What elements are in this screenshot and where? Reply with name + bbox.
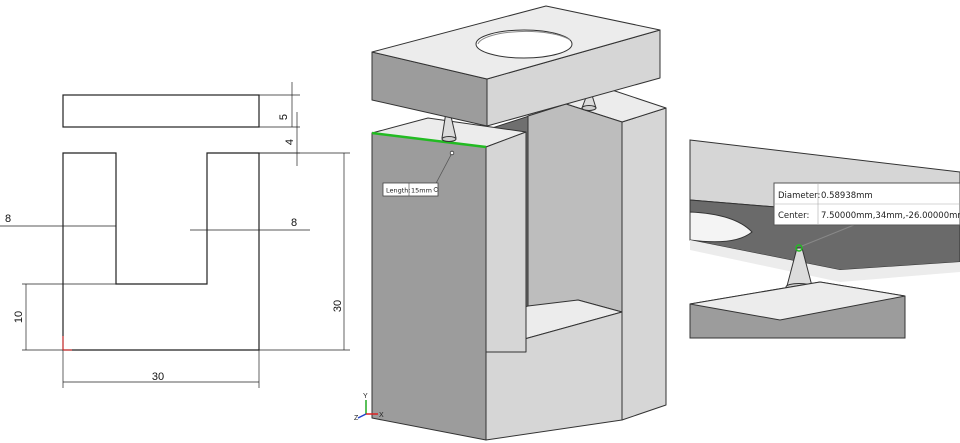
dim-total-width: 30 <box>152 371 164 383</box>
detail-under-strip <box>690 240 960 282</box>
engineering-drawing <box>0 82 350 388</box>
length-value: 15mm <box>411 187 432 195</box>
top-plate-hole <box>475 29 573 59</box>
length-tooltip: Length: 15mm <box>382 150 455 197</box>
center-label: Center: <box>778 211 809 221</box>
coordinate-triad: Z Y X <box>354 393 384 422</box>
left-cone-base <box>441 136 457 142</box>
selected-edge[interactable] <box>371 131 487 149</box>
u-body-outline <box>62 152 260 351</box>
isometric-model <box>371 5 667 441</box>
length-label: Length: <box>386 187 411 195</box>
hole-inner-shade <box>477 30 571 45</box>
dim-total-height: 30 <box>332 300 344 312</box>
right-cone-base <box>581 105 597 111</box>
dim-base-height: 10 <box>13 311 25 323</box>
detail-view <box>689 139 960 339</box>
dim-gap: 4 <box>284 139 296 145</box>
detail-tooltip: Diameter: 0.58938mm Center: 7.50000mm,34… <box>773 182 960 247</box>
triad-x-label: X <box>379 412 384 419</box>
detail-selected-circle[interactable] <box>795 244 803 252</box>
sketch-origin <box>62 336 72 351</box>
center-value: 7.50000mm,34mm,-26.00000mm <box>821 211 960 221</box>
triad-z-label: Z <box>354 415 359 422</box>
detail-lower-block-top <box>689 281 906 321</box>
right-arm-inner-face <box>527 103 623 313</box>
dim-top-thickness: 5 <box>278 114 290 120</box>
dimension-lines <box>0 82 350 388</box>
dim-left-wall: 8 <box>5 213 11 225</box>
dim-right-wall: 8 <box>291 217 297 229</box>
left-arm-front-face <box>485 131 527 353</box>
triad-y-label: Y <box>363 393 368 400</box>
diameter-label: Diameter: <box>778 191 820 201</box>
right-arm-front-face <box>621 107 667 421</box>
top-plate-outline <box>62 94 260 128</box>
detail-hole <box>689 211 753 243</box>
left-arm-side-face <box>371 132 487 441</box>
diameter-value: 0.58938mm <box>821 191 873 201</box>
